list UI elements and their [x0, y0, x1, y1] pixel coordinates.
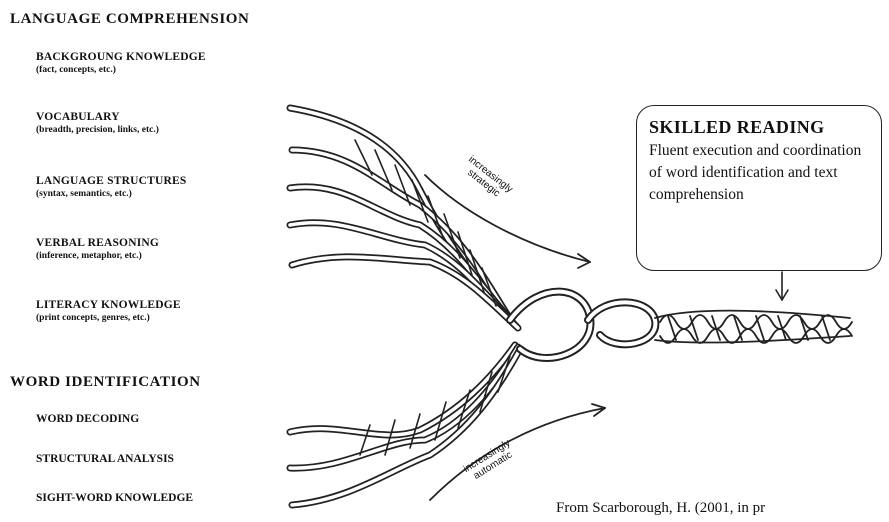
strand-label: LANGUAGE STRUCTURES: [36, 175, 186, 187]
skilled-reading-description: Fluent execution and coordination of wor…: [649, 140, 869, 206]
braided-rope: [655, 311, 852, 343]
lower-strands: [290, 345, 520, 505]
strand-sublabel: (print concepts, genres, etc.): [36, 313, 181, 323]
callout-pointer-arrow: [776, 272, 788, 300]
strand-sublabel: (inference, metaphor, etc.): [36, 251, 159, 261]
strand-word-decoding: WORD DECODING: [36, 413, 139, 425]
strand-verbal-reasoning: VERBAL REASONING (inference, metaphor, e…: [36, 237, 159, 261]
strand-literacy-knowledge: LITERACY KNOWLEDGE (print concepts, genr…: [36, 299, 181, 323]
strand-background-knowledge: BACKGROUNG KNOWLEDGE (fact, concepts, et…: [36, 51, 206, 75]
word-identification-heading: WORD IDENTIFICATION: [10, 374, 201, 391]
crossing-loops: [510, 292, 655, 358]
strand-label: VERBAL REASONING: [36, 237, 159, 249]
strand-structural-analysis: STRUCTURAL ANALYSIS: [36, 453, 174, 465]
skilled-reading-title: SKILLED READING: [649, 117, 869, 138]
strand-label: VOCABULARY: [36, 111, 159, 123]
strand-sublabel: (syntax, semantics, etc.): [36, 189, 186, 199]
upper-strands: [290, 108, 518, 328]
citation-text: From Scarborough, H. (2001, in pr: [556, 500, 765, 517]
skilled-reading-callout: SKILLED READING Fluent execution and coo…: [636, 105, 882, 271]
strand-label: BACKGROUNG KNOWLEDGE: [36, 51, 206, 63]
strand-sublabel: (fact, concepts, etc.): [36, 65, 206, 75]
strand-language-structures: LANGUAGE STRUCTURES (syntax, semantics, …: [36, 175, 186, 199]
language-comprehension-heading: LANGUAGE COMPREHENSION: [10, 11, 249, 28]
strand-vocabulary: VOCABULARY (breadth, precision, links, e…: [36, 111, 159, 135]
strand-sublabel: (breadth, precision, links, etc.): [36, 125, 159, 135]
strand-sight-word-knowledge: SIGHT-WORD KNOWLEDGE: [36, 492, 193, 504]
strand-label: LITERACY KNOWLEDGE: [36, 299, 181, 311]
